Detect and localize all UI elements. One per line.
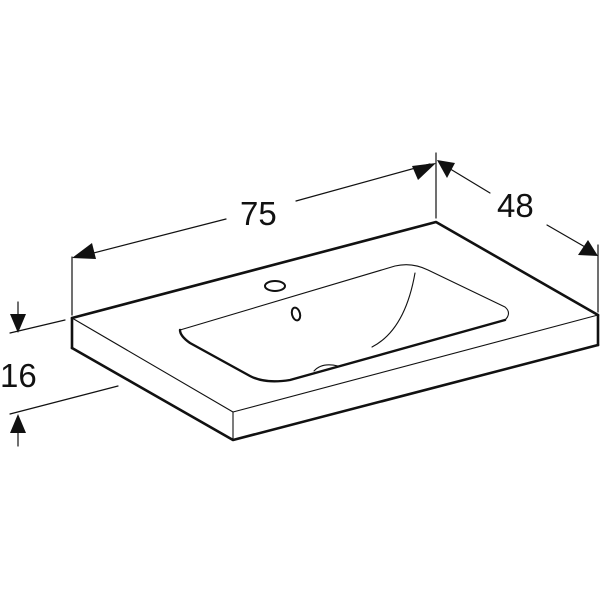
dimension-label-width: 75 bbox=[240, 195, 277, 232]
arrowhead-width-left bbox=[72, 243, 96, 259]
basin-bowl bbox=[178, 264, 510, 383]
slab-top-front-edges bbox=[71, 314, 599, 441]
arrowhead-depth-top bbox=[437, 160, 455, 178]
arrowhead-height-top bbox=[10, 314, 26, 333]
slab-outline bbox=[70, 220, 600, 442]
arrowhead-depth-bottom bbox=[578, 240, 598, 256]
dimension-height bbox=[9, 301, 119, 447]
arrowhead-height-bottom bbox=[10, 414, 26, 433]
dimension-width bbox=[71, 152, 437, 316]
dimension-label-height: 16 bbox=[0, 357, 37, 394]
dimension-label-depth: 48 bbox=[497, 187, 534, 224]
overflow-hole bbox=[290, 306, 302, 322]
drain bbox=[313, 364, 339, 372]
arrowhead-width-right bbox=[412, 163, 436, 180]
tap-hole bbox=[264, 280, 286, 292]
basin-inner-curve bbox=[371, 272, 416, 348]
